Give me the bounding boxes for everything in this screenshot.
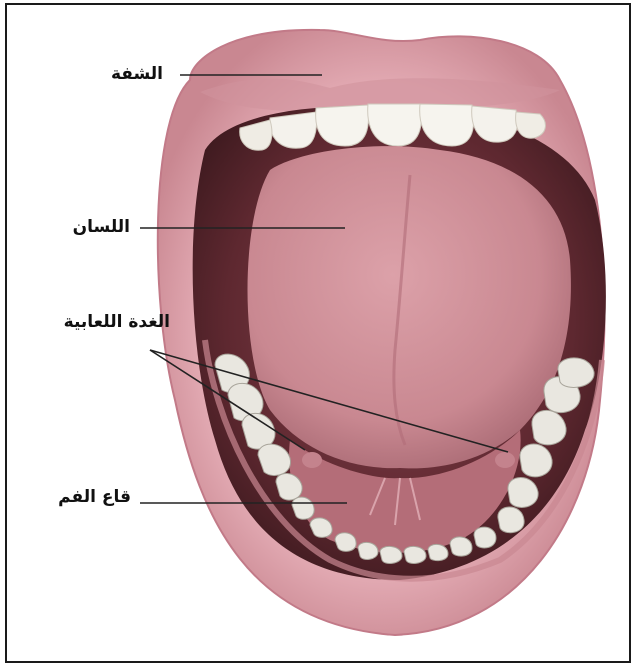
label-tongue: اللسان	[73, 217, 130, 237]
label-mouth-floor: قاع الفم	[58, 487, 131, 507]
label-salivary-gland: الغدة اللعابية	[64, 312, 170, 332]
label-lip: الشفة	[111, 64, 163, 84]
